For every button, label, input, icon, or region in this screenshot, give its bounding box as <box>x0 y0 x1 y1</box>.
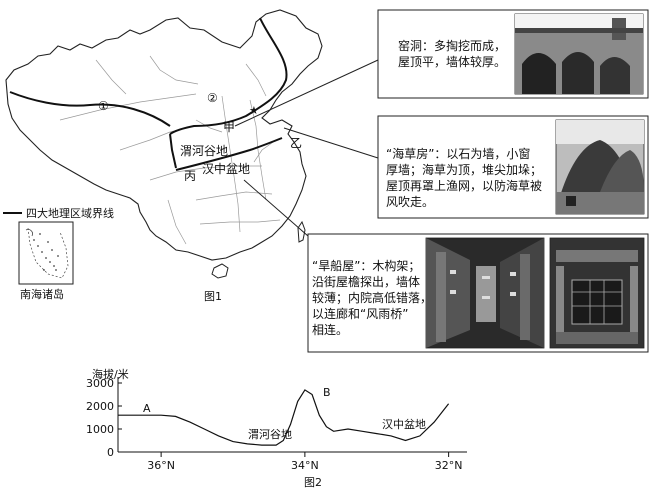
x-tick-label: 32°N <box>435 459 463 472</box>
legend-text: 四大地理区域界线 <box>26 206 114 220</box>
label-weihe-valley: 渭河谷地 <box>180 144 228 158</box>
region-boundaries <box>9 17 288 171</box>
haicaofang-photo-icon <box>555 119 645 215</box>
profile-label-hanzhong: 汉中盆地 <box>382 417 426 431</box>
y-tick-label: 2000 <box>86 400 114 413</box>
leader-lines <box>234 59 379 237</box>
x-tick-label: 36°N <box>147 459 175 472</box>
hanchuanwu-street-photo-icon <box>425 237 545 349</box>
china-map: ① ② ★ 甲 乙 丙 渭河谷地 汉中盆地 四大地理区域界线 南海诸岛 图1 <box>3 9 379 303</box>
hainan-island <box>211 263 229 279</box>
label-a: A <box>143 402 151 415</box>
y-tick-label: 1000 <box>86 423 114 436</box>
label-bing: 丙 <box>184 169 196 183</box>
profile-ylabel: 海拔/米 <box>92 367 129 381</box>
label-yi: 乙 <box>290 136 302 150</box>
yaodong-photo-icon <box>514 13 644 95</box>
label-b: B <box>323 386 331 399</box>
south-china-sea-inset <box>18 221 74 285</box>
china-outline <box>5 9 323 261</box>
y-tick-label: 3000 <box>86 377 114 390</box>
y-tick-label: 0 <box>107 446 114 459</box>
elevation-profile: 海拔/米 3000 2000 1000 0 36°N 34°N 32°N A B 渭河谷地… <box>86 367 467 489</box>
hanchuanwu-bridge-photo-icon <box>549 237 645 349</box>
label-jia: 甲 <box>223 120 235 134</box>
elevation-line <box>118 389 450 446</box>
callout-haicaofang: “海草房”：以石为墙，小窗 厚墙；海草为顶，堆尖加垛； 屋顶再罩上渔网，以防海草… <box>377 115 649 219</box>
callout-haicaofang-text: “海草房”：以石为墙，小窗 厚墙；海草为顶，堆尖加垛； 屋顶再罩上渔网，以防海草… <box>386 146 546 209</box>
y-ticks: 3000 2000 1000 0 <box>86 377 122 459</box>
callout-yaodong: 窑洞：多掏挖而成， 屋顶平，墙体较厚。 <box>377 9 649 99</box>
province-boundaries <box>59 55 281 245</box>
figure1-caption: 图1 <box>204 290 222 303</box>
label-hanzhong-basin: 汉中盆地 <box>202 161 250 176</box>
taiwan-island <box>297 220 306 243</box>
inset-caption: 南海诸岛 <box>20 287 64 301</box>
callout-hanchuanwu: “旱船屋”：木构架； 沿街屋檐探出，墙体 较薄；内院高低错落， 以连廊和“风雨桥… <box>307 233 649 353</box>
zone-label-2: ② <box>207 91 218 105</box>
x-tick-label: 34°N <box>291 459 319 472</box>
callout-yaodong-text: 窑洞：多掏挖而成， 屋顶平，墙体较厚。 <box>398 38 510 69</box>
star-icon: ★ <box>249 104 259 117</box>
zone-label-1: ① <box>98 99 109 113</box>
x-ticks: 36°N 34°N 32°N <box>147 452 462 472</box>
profile-label-weihe: 渭河谷地 <box>248 428 292 441</box>
callout-hanchuanwu-text: “旱船屋”：木构架； 沿街屋檐探出，墙体 较薄；内院高低错落， 以连廊和“风雨桥… <box>312 258 436 337</box>
figure2-caption: 图2 <box>304 476 322 489</box>
